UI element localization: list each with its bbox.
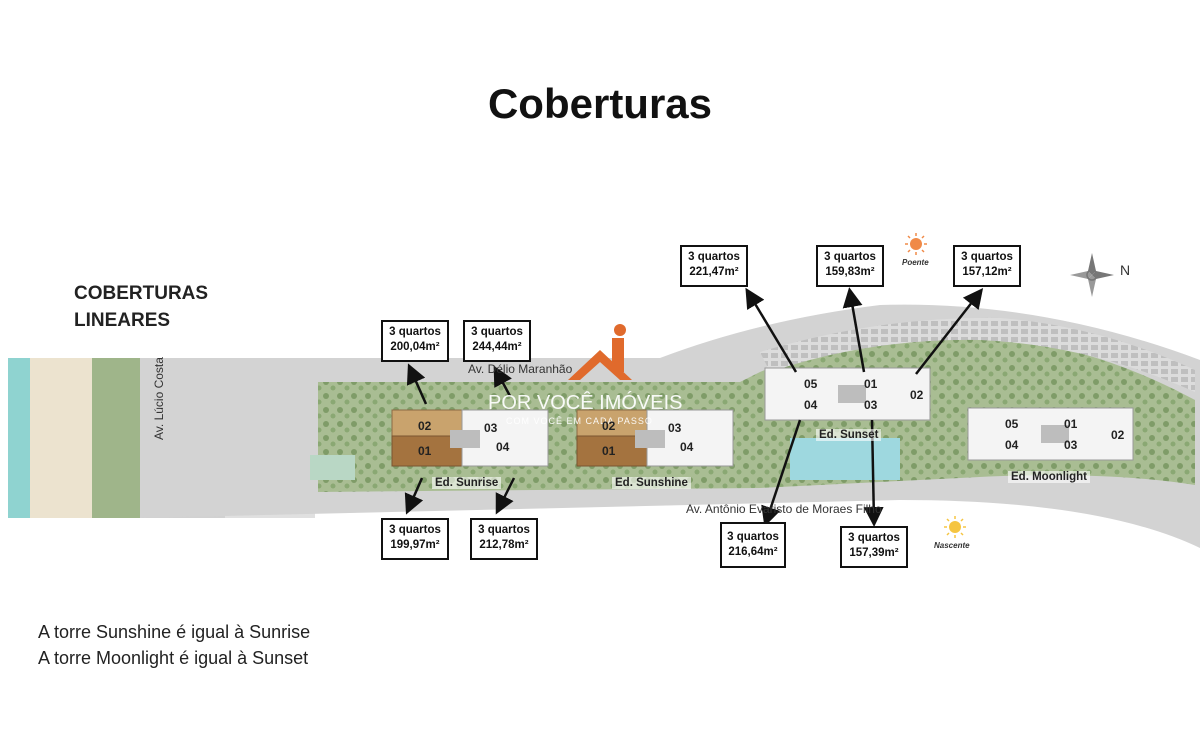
sunset-unit-03: 03 bbox=[864, 398, 878, 412]
sunshine-unit-04: 04 bbox=[680, 440, 694, 454]
callout-rooms: 3 quartos bbox=[478, 524, 530, 536]
label-ed-sunrise: Ed. Sunrise bbox=[432, 477, 502, 489]
callout-rooms: 3 quartos bbox=[848, 532, 900, 544]
sunshine-unit-03: 03 bbox=[668, 421, 682, 435]
moonlight-core bbox=[1041, 425, 1069, 443]
sea bbox=[8, 358, 30, 518]
callout-sunrise-03: 3 quartos 244,44m² bbox=[463, 320, 531, 362]
callout-sunset-02: 3 quartos 157,12m² bbox=[953, 245, 1021, 287]
callout-sunrise-01: 3 quartos 199,97m² bbox=[381, 518, 449, 560]
sunset-unit-01: 01 bbox=[864, 377, 878, 391]
section-subtitle: COBERTURAS LINEARES bbox=[74, 280, 208, 334]
street-label-top: Av. Délio Maranhão bbox=[468, 362, 573, 376]
sunshine-core bbox=[635, 430, 665, 448]
sunset-unit-04: 04 bbox=[804, 398, 818, 412]
moonlight-unit-04: 04 bbox=[1005, 438, 1019, 452]
sunset-core bbox=[838, 385, 866, 403]
moonlight-unit-05: 05 bbox=[1005, 417, 1019, 431]
callout-area: 157,12m² bbox=[962, 266, 1012, 278]
subtitle-line-1: COBERTURAS bbox=[74, 283, 209, 304]
watermark-name: POR VOCÊ IMÓVEIS bbox=[488, 392, 683, 414]
watermark-logo-roof bbox=[568, 350, 632, 380]
arrow-221 bbox=[745, 287, 798, 373]
arrow-159 bbox=[842, 287, 866, 373]
callout-rooms: 3 quartos bbox=[471, 326, 523, 338]
garden-sunrise bbox=[310, 455, 355, 480]
page-title: Coberturas bbox=[487, 80, 713, 127]
callout-area: 157,39m² bbox=[849, 547, 899, 559]
sunrise-unit-02: 02 bbox=[418, 419, 432, 433]
beach bbox=[30, 358, 92, 518]
label-ed-sunset: Ed. Sunset bbox=[816, 429, 882, 441]
callout-rooms: 3 quartos bbox=[824, 251, 876, 263]
label-nascente: Nascente bbox=[934, 541, 970, 550]
label-ed-moonlight: Ed. Moonlight bbox=[1008, 471, 1091, 483]
callout-area: 212,78m² bbox=[479, 539, 529, 551]
arrow-212 bbox=[495, 477, 516, 515]
watermark-logo-chimney bbox=[612, 338, 624, 372]
sunrise-sun-icon bbox=[944, 516, 966, 538]
callout-area: 199,97m² bbox=[390, 539, 440, 551]
watermark-logo-smoke bbox=[614, 324, 626, 336]
pool-sunset bbox=[790, 438, 900, 480]
note-sunshine: A torre Sunshine é igual à Sunrise bbox=[38, 622, 311, 642]
arrow-216 bbox=[761, 419, 802, 527]
label-north: N bbox=[1120, 262, 1131, 278]
street-label-side: Av. Lúcio Costa bbox=[152, 357, 166, 440]
callout-arrows bbox=[404, 287, 984, 527]
callout-rooms: 3 quartos bbox=[688, 251, 740, 263]
note-moonlight: A torre Moonlight é igual à Sunset bbox=[38, 648, 309, 668]
beach-green-strip bbox=[92, 358, 140, 518]
moonlight-unit-01: 01 bbox=[1064, 417, 1078, 431]
callout-rooms: 3 quartos bbox=[389, 326, 441, 338]
sunset-sun-icon bbox=[905, 233, 927, 255]
label-poente: Poente bbox=[902, 258, 929, 267]
sunrise-unit-03: 03 bbox=[484, 421, 498, 435]
moonlight-unit-02: 02 bbox=[1111, 428, 1125, 442]
sunrise-core bbox=[450, 430, 480, 448]
callout-area: 200,04m² bbox=[390, 341, 440, 353]
callout-rooms: 3 quartos bbox=[389, 524, 441, 536]
arrow-199 bbox=[404, 477, 424, 515]
arrow-200 bbox=[406, 363, 428, 405]
arrow-157-12 bbox=[915, 288, 984, 375]
sunset-unit-02: 02 bbox=[910, 388, 924, 402]
sunshine-unit-02: 02 bbox=[602, 419, 616, 433]
callout-area: 216,64m² bbox=[728, 546, 778, 558]
callout-rooms: 3 quartos bbox=[961, 251, 1013, 263]
callout-rooms: 3 quartos bbox=[727, 531, 779, 543]
callout-sunset-04: 3 quartos 216,64m² bbox=[720, 522, 786, 568]
callout-sunset-05: 3 quartos 221,47m² bbox=[680, 245, 748, 287]
watermark-tagline: COM VOCÊ EM CADA PASSO bbox=[506, 416, 653, 426]
subtitle-line-2: LINEARES bbox=[74, 310, 171, 331]
sunrise-unit-04: 04 bbox=[496, 440, 510, 454]
callout-area: 159,83m² bbox=[825, 266, 875, 278]
callout-sunset-01: 3 quartos 159,83m² bbox=[816, 245, 884, 287]
sunset-unit-05: 05 bbox=[804, 377, 818, 391]
label-ed-sunshine: Ed. Sunshine bbox=[612, 477, 691, 489]
parking-upper bbox=[760, 317, 1195, 392]
callout-sunrise-02: 3 quartos 200,04m² bbox=[381, 320, 449, 362]
callout-sunset-03: 3 quartos 157,39m² bbox=[840, 526, 908, 568]
arrow-244 bbox=[493, 365, 512, 397]
street-label-bottom: Av. Antônio Evaristo de Moraes Filho bbox=[686, 502, 882, 516]
callout-area: 221,47m² bbox=[689, 266, 739, 278]
sunrise-unit-01: 01 bbox=[418, 444, 432, 458]
compass-rose-icon bbox=[1070, 253, 1114, 297]
sunshine-unit-01: 01 bbox=[602, 444, 616, 458]
callout-sunrise-04: 3 quartos 212,78m² bbox=[470, 518, 538, 560]
callout-area: 244,44m² bbox=[472, 341, 522, 353]
moonlight-unit-03: 03 bbox=[1064, 438, 1078, 452]
